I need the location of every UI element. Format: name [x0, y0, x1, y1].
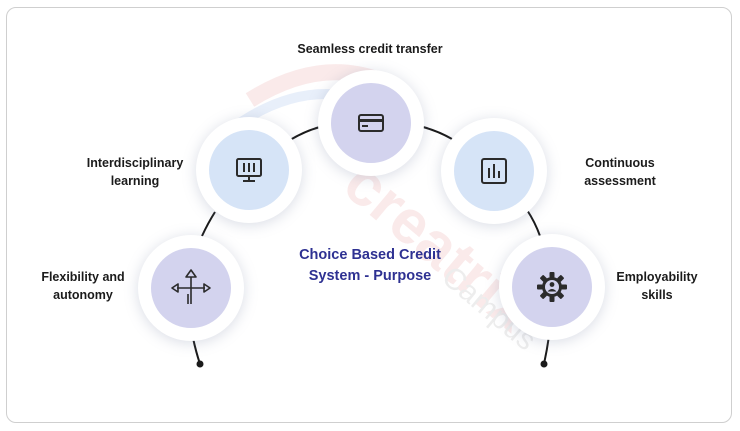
- node-credit-transfer-inner: [331, 83, 411, 163]
- node-flexibility: [138, 235, 244, 341]
- connector-endpoint-left: [196, 360, 204, 368]
- label-credit-transfer: Seamless credit transfer: [297, 42, 443, 56]
- label-employability: Employability skills: [616, 270, 698, 302]
- node-continuous-assessment: [441, 118, 547, 224]
- bar-chart-icon: [481, 158, 507, 184]
- credit-card-icon: [358, 114, 384, 132]
- label-flexibility: Flexibility and autonomy: [41, 270, 125, 302]
- directions-arrows-icon: [171, 269, 211, 304]
- gear-person-icon: [537, 272, 567, 302]
- node-interdisciplinary: [196, 117, 302, 223]
- node-continuous-assessment-inner: [454, 131, 534, 211]
- monitor-icon: [236, 158, 262, 182]
- label-interdisciplinary: Interdisciplinary learning: [86, 156, 184, 188]
- node-credit-transfer: [318, 70, 424, 176]
- center-title: Choice Based Credit System - Purpose: [299, 247, 441, 284]
- connector-endpoint-right: [540, 360, 548, 368]
- node-employability: [499, 234, 605, 340]
- node-employability-inner: [512, 247, 592, 327]
- node-flexibility-inner: [151, 248, 231, 328]
- node-interdisciplinary-inner: [209, 130, 289, 210]
- label-continuous-assessment: Continuous assessment: [584, 156, 656, 188]
